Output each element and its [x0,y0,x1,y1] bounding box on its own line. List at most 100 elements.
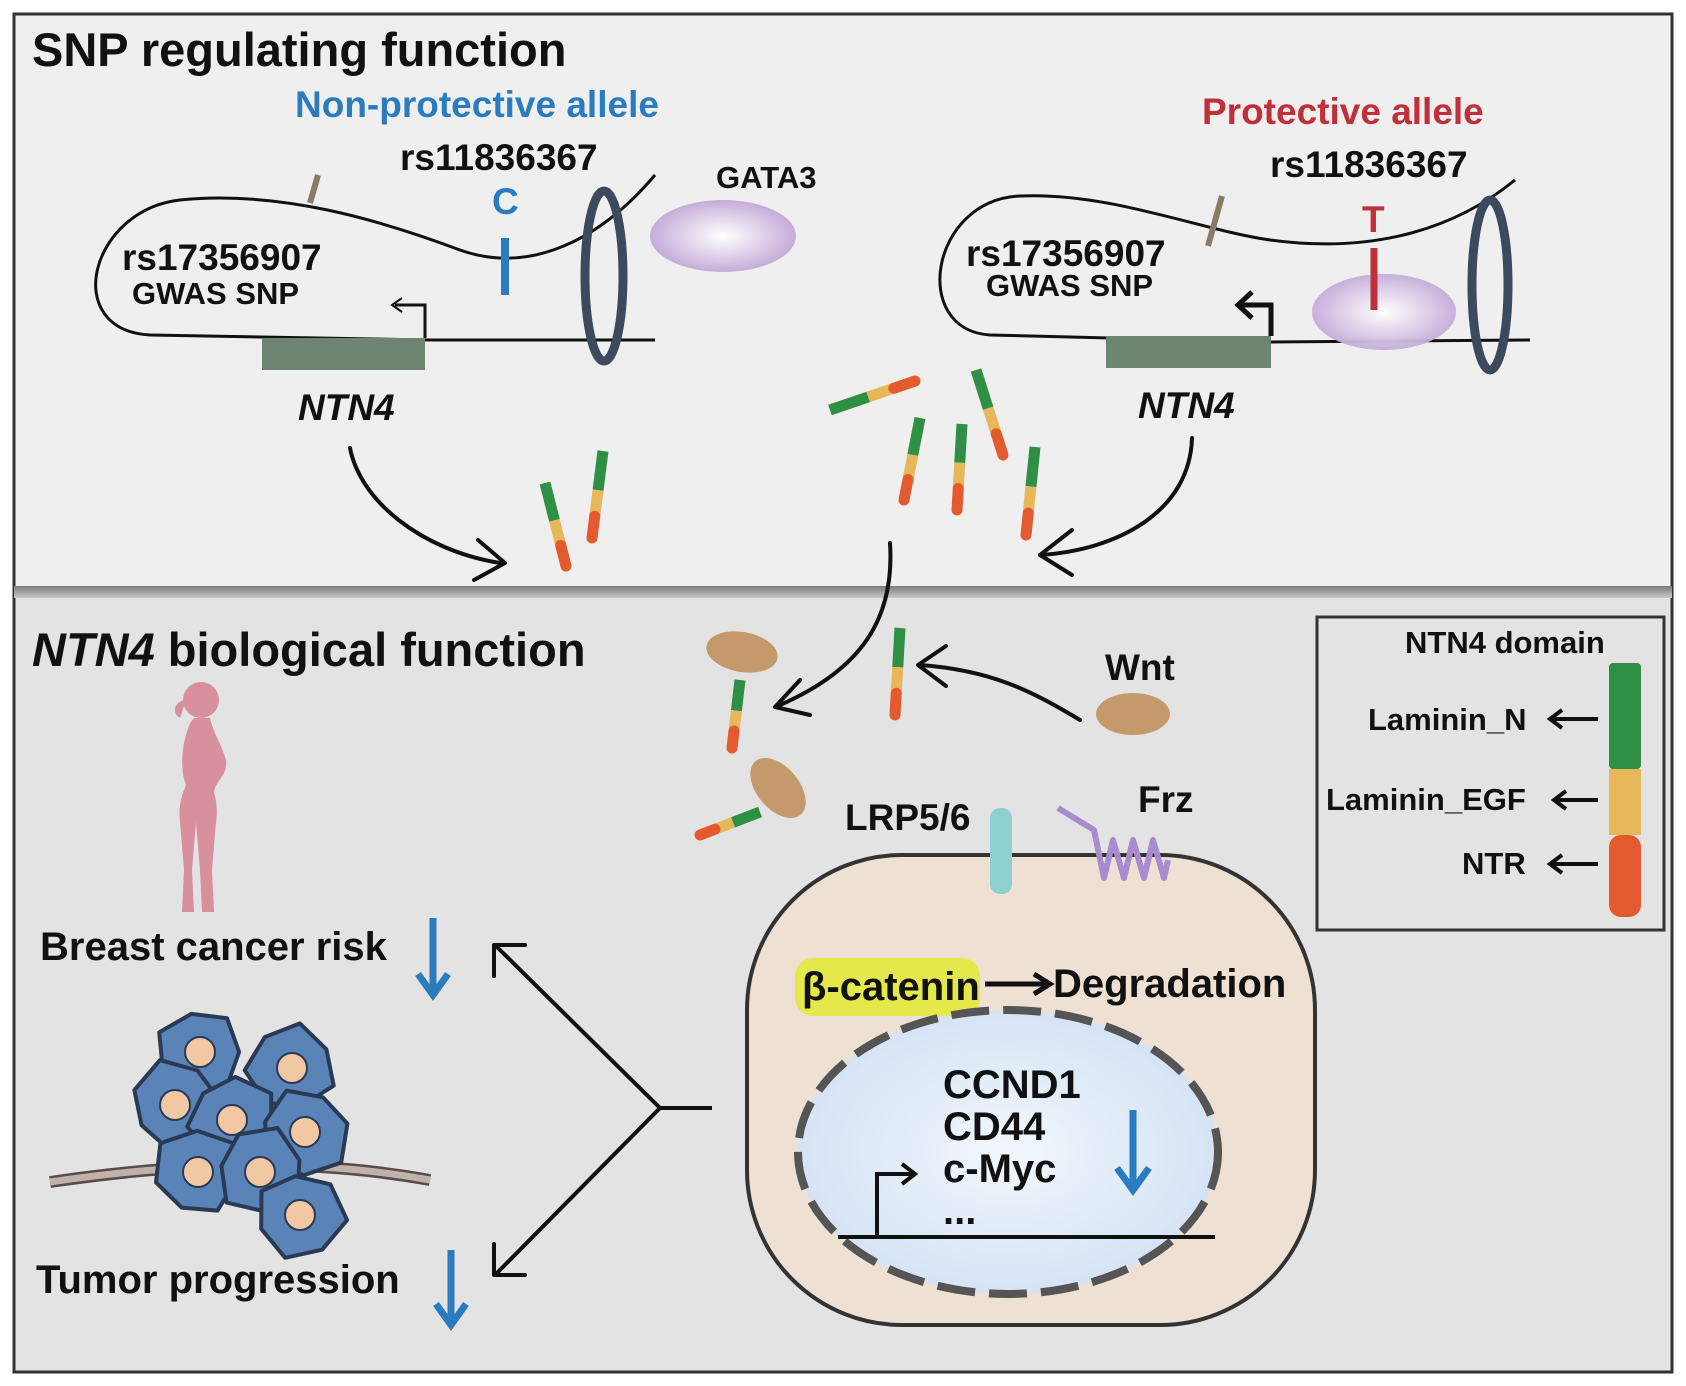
ntn4-protein-3-segment-1 [828,391,871,416]
ntn4-protein-6-segment-1 [954,423,968,464]
legend-arrows [1546,708,1598,875]
ntn4-protein-5-segment-1 [907,416,926,456]
ntn4-protein-4-segment-3 [990,428,1009,461]
frizzled-receptor [1056,805,1171,881]
tumor-cell-cluster [132,1011,350,1260]
target-gene-4: ... [943,1189,976,1233]
bottom-panel-title: NTN4 biological function [32,623,586,676]
ntn4-protein-9-segment-3 [726,725,740,754]
frz-label: Frz [1138,779,1194,820]
right-chromatin-loop [938,178,1531,344]
left-gwas-marker [307,174,321,204]
target-gene-3: c-Myc [943,1147,1056,1191]
ntn4-protein-8-segment-1 [892,627,906,668]
right-secretion-arrow [1038,436,1194,557]
progression-label: Tumor progression [36,1258,400,1302]
left-tss-arrow [395,303,427,338]
tumor-cell-nucleus-6 [182,1156,214,1188]
tumor-cell-nucleus-1 [184,1036,216,1068]
legend-box [1315,615,1666,932]
woman-silhouette-icon [174,682,227,912]
left-secretion-arrow [348,446,502,565]
right-ntn4-label: NTN4 [1138,385,1235,426]
right-gata3-bound [1312,274,1456,350]
lrp-receptor [990,808,1012,894]
tumor-cell-nucleus-8 [284,1199,316,1231]
ntn4-protein-9-segment-1 [730,679,746,712]
degradation-label: Degradation [1053,962,1286,1006]
left-gwas-label: GWAS SNP [132,276,299,311]
left-gwas-id: rs17356907 [122,237,322,278]
ntn4-proteins [539,368,1041,841]
risk-label: Breast cancer risk [40,925,388,969]
nucleus [794,1006,1222,1298]
right-ntn4-gene-box [1106,336,1271,368]
gata3-ellipse [650,200,796,272]
top-panel-title: SNP regulating function [32,23,566,76]
tumor-cell-nucleus-4 [216,1104,248,1136]
target-gene-1: CCND1 [943,1063,1081,1107]
ntn4-protein-8-segment-3 [889,687,902,721]
legend-label-laminin-n: Laminin_N [1368,702,1526,737]
right-snp-base: T [1362,199,1385,240]
beta-catenin-highlight [795,958,980,1016]
wnt-label: Wnt [1105,647,1175,688]
right-gwas-marker [1205,195,1225,247]
left-chromatin-loop [94,174,657,342]
outcome-arrow-progression [493,1106,662,1277]
left-ntn4-label: NTN4 [298,387,395,428]
left-allele-heading: Non-protective allele [295,84,659,125]
ntn4-protein-2-segment-1 [592,450,609,491]
ntn4-protein-7-segment-1 [1025,446,1041,488]
beta-catenin-label: β-catenin [802,965,980,1009]
ntn4-protein-3-segment-3 [888,375,921,394]
ntn4-to-wnt-arrow [778,541,893,707]
legend-title: NTN4 domain [1405,625,1605,660]
ntn4-protein-10-segment-1 [731,806,762,828]
right-gwas-id: rs17356907 [966,233,1166,274]
left-loop-ring [580,186,628,366]
ntn4-protein-4-segment-1 [970,368,994,410]
left-snp-id: rs11836367 [400,137,598,178]
down-arrow-icon [1114,1110,1152,1196]
legend-swatch-ntr [1609,835,1641,917]
wnt-ligand-free [1096,693,1170,735]
transcription-arrow [875,1172,912,1237]
left-ntn4-gene-box [262,338,425,370]
target-genes: CCND1 CD44 c-Myc ... [943,1063,1081,1233]
wnt-binding-arrow [918,663,1082,722]
ntn4-protein-5-segment-3 [898,474,914,506]
gata3-label: GATA3 [716,160,816,195]
risk-down-arrow-icon [415,918,451,1002]
ntn4-protein-1-segment-3 [555,539,572,572]
tumor-cell-nucleus-7 [244,1156,276,1188]
ntn4-protein-7-segment-3 [1020,507,1034,541]
wnt-ligand-2 [750,757,806,819]
ntn4-protein-10-segment-3 [694,823,721,841]
right-loop-ring [1467,195,1513,375]
legend-swatch-laminin-egf [1609,769,1641,835]
tumor-cell-nucleus-3 [159,1089,191,1121]
right-gwas-label: GWAS SNP [986,268,1153,303]
wnt-ligand-1 [706,631,778,673]
legend-swatch-laminin-n [1609,663,1641,769]
ntn4-protein-1-segment-1 [539,481,560,522]
right-allele-heading: Protective allele [1202,91,1484,132]
progression-down-arrow-icon [433,1250,469,1332]
ntn4-protein-6-segment-3 [951,483,964,516]
legend-label-ntr: NTR [1462,846,1526,881]
tumor-cell-nucleus-5 [289,1116,321,1148]
panel-divider [14,586,1672,598]
outcome-arrow-risk [493,943,662,1110]
right-snp-id: rs11836367 [1270,144,1468,185]
target-gene-2: CD44 [943,1105,1046,1149]
lrp-label: LRP5/6 [845,797,970,838]
legend-label-laminin-egf: Laminin_EGF [1326,782,1526,817]
right-tss-arrow [1240,302,1274,336]
ntn4-protein-2-segment-3 [586,510,601,544]
bottom-title-rest: biological function [155,623,586,676]
bottom-title-gene: NTN4 [32,623,155,676]
left-snp-base: C [492,181,519,222]
